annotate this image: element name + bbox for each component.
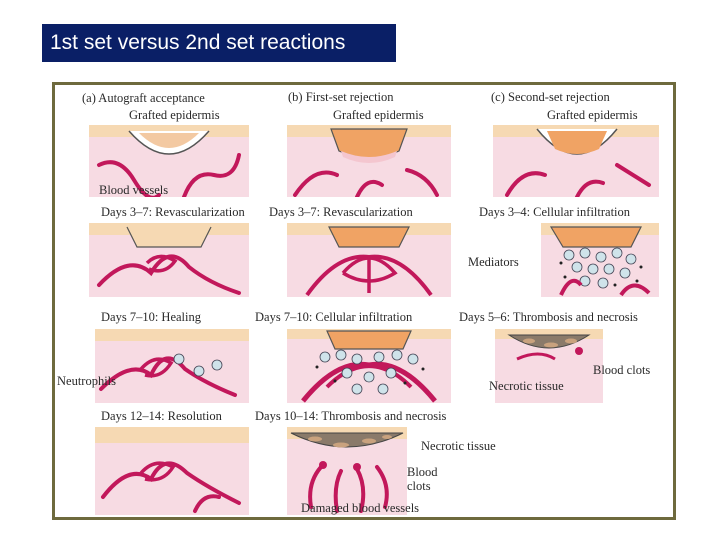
blood-clots-label-b-line1: Blood xyxy=(407,465,438,479)
neutrophils-label: Neutrophils xyxy=(57,374,117,388)
b-days-3-7-label: Days 3–7: Revascularization xyxy=(269,205,413,219)
panel-a-day0 xyxy=(89,125,249,197)
column-a-heading: (a) Autograft acceptance xyxy=(82,91,205,105)
graft-rejection-figure: (a) Autograft acceptance (b) First-set r… xyxy=(52,82,676,520)
damaged-vessels-label: Damaged blood vessels xyxy=(301,501,420,515)
panel-b-day0 xyxy=(287,125,451,197)
necrotic-tissue-label-c: Necrotic tissue xyxy=(489,379,564,393)
panel-a-resolution xyxy=(95,427,249,515)
grafted-epidermis-label-a: Grafted epidermis xyxy=(129,108,220,122)
c-days-3-4-label: Days 3–4: Cellular infiltration xyxy=(479,205,631,219)
grafted-epidermis-label-b: Grafted epidermis xyxy=(333,108,424,122)
a-days-7-10-label: Days 7–10: Healing xyxy=(101,310,201,324)
b-days-7-10-label: Days 7–10: Cellular infiltration xyxy=(255,310,413,324)
slide-title: 1st set versus 2nd set reactions xyxy=(42,24,396,62)
a-days-12-14-label: Days 12–14: Resolution xyxy=(101,409,222,423)
panel-a-healing xyxy=(95,329,249,403)
panel-a-revascularization xyxy=(89,223,249,297)
column-c-heading: (c) Second-set rejection xyxy=(491,90,610,104)
blood-clots-label-b-line2: clots xyxy=(407,479,431,493)
panel-b-infiltration xyxy=(287,329,451,403)
mediators-label: Mediators xyxy=(468,255,519,269)
necrotic-tissue-label-b: Necrotic tissue xyxy=(421,439,496,453)
panel-b-thrombosis xyxy=(287,427,407,515)
b-days-10-14-label: Days 10–14: Thrombosis and necrosis xyxy=(255,409,447,423)
panel-b-revascularization xyxy=(287,223,451,297)
panel-c-thrombosis xyxy=(495,329,603,403)
blood-clots-label-c: Blood clots xyxy=(593,363,651,377)
a-days-3-7-label: Days 3–7: Revascularization xyxy=(101,205,245,219)
blood-vessels-label: Blood vessels xyxy=(99,183,169,197)
column-b-heading: (b) First-set rejection xyxy=(288,90,394,104)
grafted-epidermis-label-c: Grafted epidermis xyxy=(547,108,638,122)
panel-c-infiltration xyxy=(541,223,659,297)
c-days-5-6-label: Days 5–6: Thrombosis and necrosis xyxy=(459,310,638,324)
panel-c-day0 xyxy=(493,125,659,197)
